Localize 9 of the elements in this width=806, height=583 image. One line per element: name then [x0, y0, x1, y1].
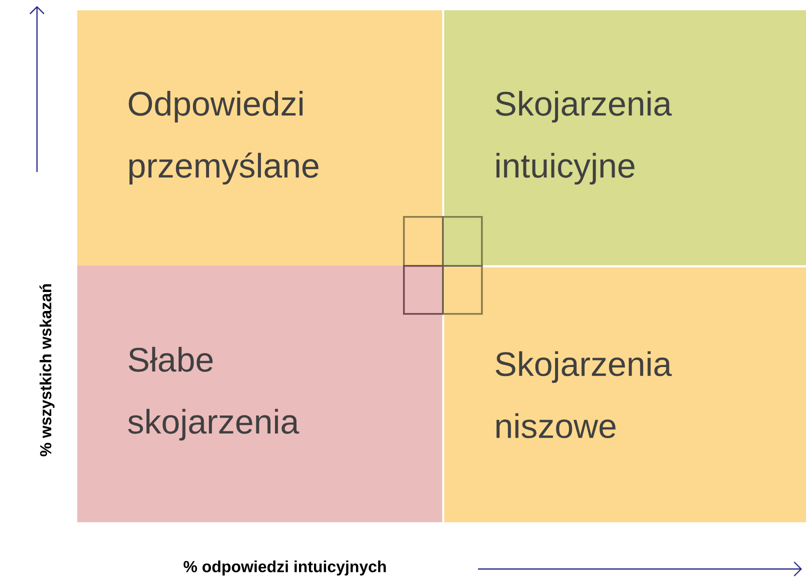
axis-label: % odpowiedzi intuicyjnych: [184, 560, 386, 576]
grid-square: [442, 216, 483, 267]
quadrant-box: Słabe skojarzenia: [77, 265, 442, 522]
grid-square: [442, 265, 483, 315]
quadrant-box: Skojarzenia niszowe: [444, 267, 806, 522]
quadrant-box: Odpowiedzi przemyślane: [77, 10, 442, 266]
quadrant-box: Skojarzenia intuicyjne: [444, 10, 806, 266]
grid-square: [403, 265, 444, 315]
axis-label: % wszystkich wskazań: [39, 284, 55, 456]
